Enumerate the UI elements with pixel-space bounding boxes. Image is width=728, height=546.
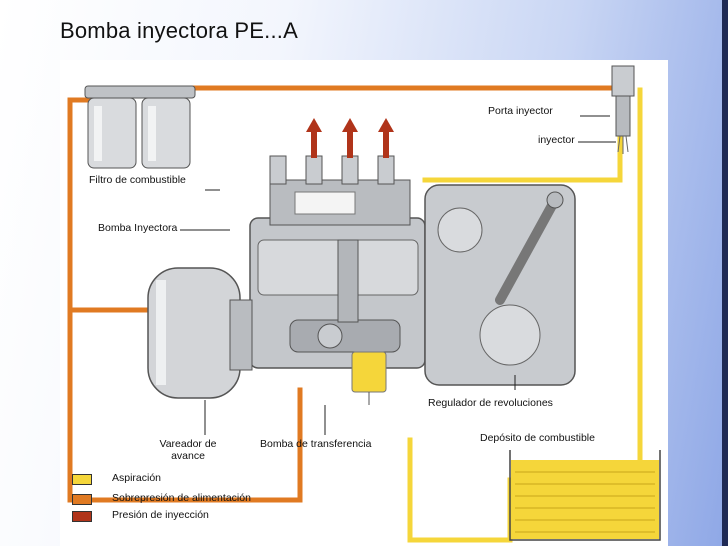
- injection-pump-diagram: [67, 65, 661, 543]
- page-title: Bomba inyectora PE...A: [60, 18, 298, 43]
- timing-advance-device: [147, 267, 253, 399]
- label-variador-line2: avance: [171, 450, 205, 462]
- legend-swatch-sobrepresion: [72, 494, 92, 505]
- suction-line-bottom: [407, 437, 513, 543]
- suction-line-top: [422, 87, 623, 183]
- label-variador-line1: Vareador de: [159, 438, 217, 450]
- injection-arrows: [306, 118, 394, 158]
- label-filtro: Filtro de combustible: [89, 174, 186, 186]
- label-deposito: Depósito de combustible: [480, 432, 595, 444]
- label-inyector: inyector: [538, 134, 575, 146]
- label-variador: Vareador de avance: [152, 438, 224, 462]
- label-bomba-transferencia: Bomba de transferencia: [260, 438, 372, 450]
- fuel-filter: [84, 85, 196, 169]
- transfer-pump: [289, 239, 401, 405]
- legend-label-inyeccion: Presión de inyección: [112, 509, 209, 521]
- legend-swatch-aspiracion: [72, 474, 92, 485]
- slide-edge-bar: [722, 0, 728, 546]
- injector-holder: [611, 65, 635, 154]
- fuel-tank: [509, 450, 661, 541]
- governor-housing: [424, 184, 576, 386]
- transfer-line: [67, 307, 303, 503]
- legend-label-sobrepresion: Sobrepresión de alimentación: [112, 492, 251, 504]
- label-porta-inyector: Porta inyector: [488, 105, 553, 117]
- label-regulador: Regulador de revoluciones: [428, 397, 553, 409]
- label-bomba-inyectora: Bomba Inyectora: [98, 222, 178, 234]
- diagram-panel: Porta inyector inyector Filtro de combus…: [60, 60, 668, 546]
- legend-label-aspiracion: Aspiración: [112, 472, 162, 484]
- fuel-lines: [67, 85, 643, 543]
- leader-lines: [180, 115, 616, 435]
- legend-swatch-inyeccion: [72, 511, 92, 522]
